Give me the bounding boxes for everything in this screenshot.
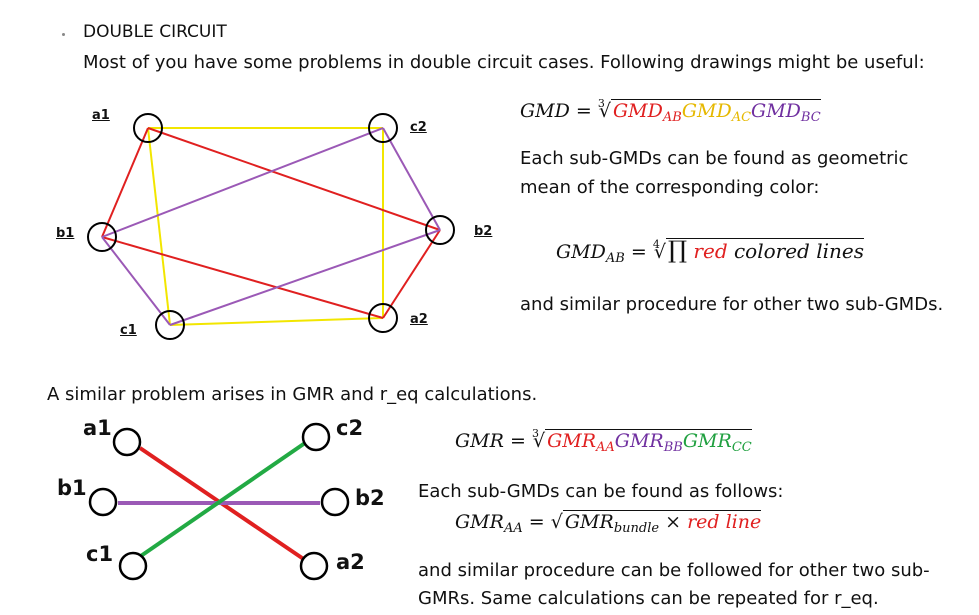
conductor-b1 [87,222,117,252]
gmd-ab-radicand: ∏ red colored lines [665,236,864,264]
gmd-ab-lhs-sub: AB [605,251,625,266]
similar-gmr-text-1: and similar procedure can be followed fo… [418,560,930,581]
label-b1-large: b1 [57,476,87,500]
purple-line-c2-b2 [382,127,441,231]
conductor-a2 [368,303,398,333]
radical-sign: √ [653,241,666,263]
red-line-b1-a2 [101,236,384,319]
gmr-aa-lhs: GMR [455,511,504,533]
red-word: red [693,239,728,263]
yellow-line-c1-a2 [169,317,384,326]
red-line-term: red line [687,511,762,533]
gmd-ab-term: GMDAB [612,100,682,125]
gmr-formula: GMR = 3√GMRAAGMRBBGMRCC [455,427,752,455]
gmr-bundle-term: GMR [564,511,614,533]
gmd-ab-root-index: 4 [652,238,660,251]
radical-sign: √ [550,511,563,533]
gmr-intro: A similar problem arises in GMR and r_eq… [47,384,538,405]
heading: DOUBLE CIRCUIT [83,22,227,42]
purple-line-b1-c2 [101,127,384,238]
equals-sign: = [528,511,545,533]
gmr-aa-radicand: GMRbundle × red line [562,510,762,536]
conductor-a1 [133,113,163,143]
equals-sign: = [630,241,647,263]
gmd-ac-term: GMDAC [681,100,752,125]
conductor-c1-large [118,551,148,581]
radical-sign: √ [532,430,546,452]
gmr-aa-formula: GMRAA = √GMRbundle × red line [455,510,762,536]
gmd-formula: GMD = 3√GMDABGMDACGMDBC [520,97,821,125]
label-b2-large: b2 [355,486,385,510]
rhs-rest: colored lines [733,239,864,263]
sub-gmd-text-1: Each sub-GMDs can be found as geometric [520,148,909,169]
product-symbol: ∏ [667,236,688,264]
purple-line-b1-c1 [101,236,171,326]
label-c1-large: c1 [86,542,114,566]
gmr-cc-term: GMRCC [682,430,752,455]
label-b2: b2 [474,224,493,239]
conductor-c1 [155,310,185,340]
sub-gmd-text-2: mean of the corresponding color: [520,177,820,198]
red-line-a1-b2 [147,127,441,231]
conductor-b2 [425,215,455,245]
gmr-bb-term: GMRBB [614,430,683,455]
conductor-b1-large [88,487,118,517]
similar-gmd-text: and similar procedure for other two sub-… [520,294,944,315]
similar-gmr-text-2: GMRs. Same calculations can be repeated … [418,588,879,609]
radical-sign: √ [598,100,611,122]
sub-gmr-text: Each sub-GMDs can be found as follows: [418,481,784,502]
purple-line-c1-b2 [169,229,441,326]
gmr-radicand: GMRAAGMRBBGMRCC [545,429,752,455]
red-line-a1-b1 [101,127,149,238]
green-line-c1-c2 [133,441,307,562]
times-sign: × [665,511,682,533]
gmd-bc-term: GMDBC [751,100,821,125]
label-a2-large: a2 [336,550,365,574]
label-c1: c1 [120,323,137,338]
label-a2: a2 [410,312,428,327]
conductor-c2-large [301,422,331,452]
conductor-a2-large [299,551,329,581]
conductor-a1-large [112,427,142,457]
gmd-radicand: GMDABGMDACGMDBC [610,99,821,125]
label-a1-large: a1 [83,416,112,440]
gmd-root-index: 3 [597,97,605,110]
conductor-c2 [368,113,398,143]
label-c2-large: c2 [336,416,364,440]
gmr-aa-term: GMRAA [547,430,615,455]
gmd-ab-lhs: GMD [556,241,606,263]
red-line-b2-a2 [382,229,441,319]
gmd-lhs: GMD = [520,100,592,122]
gmr-aa-lhs-sub: AA [503,521,523,536]
intro-text: Most of you have some problems in double… [83,52,925,73]
gmr-bundle-sub: bundle [613,521,660,536]
label-c2: c2 [410,120,427,135]
bullet-dot [62,33,65,36]
gmr-root-index: 3 [531,427,539,440]
label-b1: b1 [56,226,75,241]
conductor-b2-large [320,487,350,517]
yellow-line-a1-c1 [147,127,171,326]
gmr-lhs: GMR = [455,430,526,452]
gmd-ab-formula: GMDAB = 4√∏ red colored lines [556,236,864,266]
label-a1: a1 [92,108,110,123]
